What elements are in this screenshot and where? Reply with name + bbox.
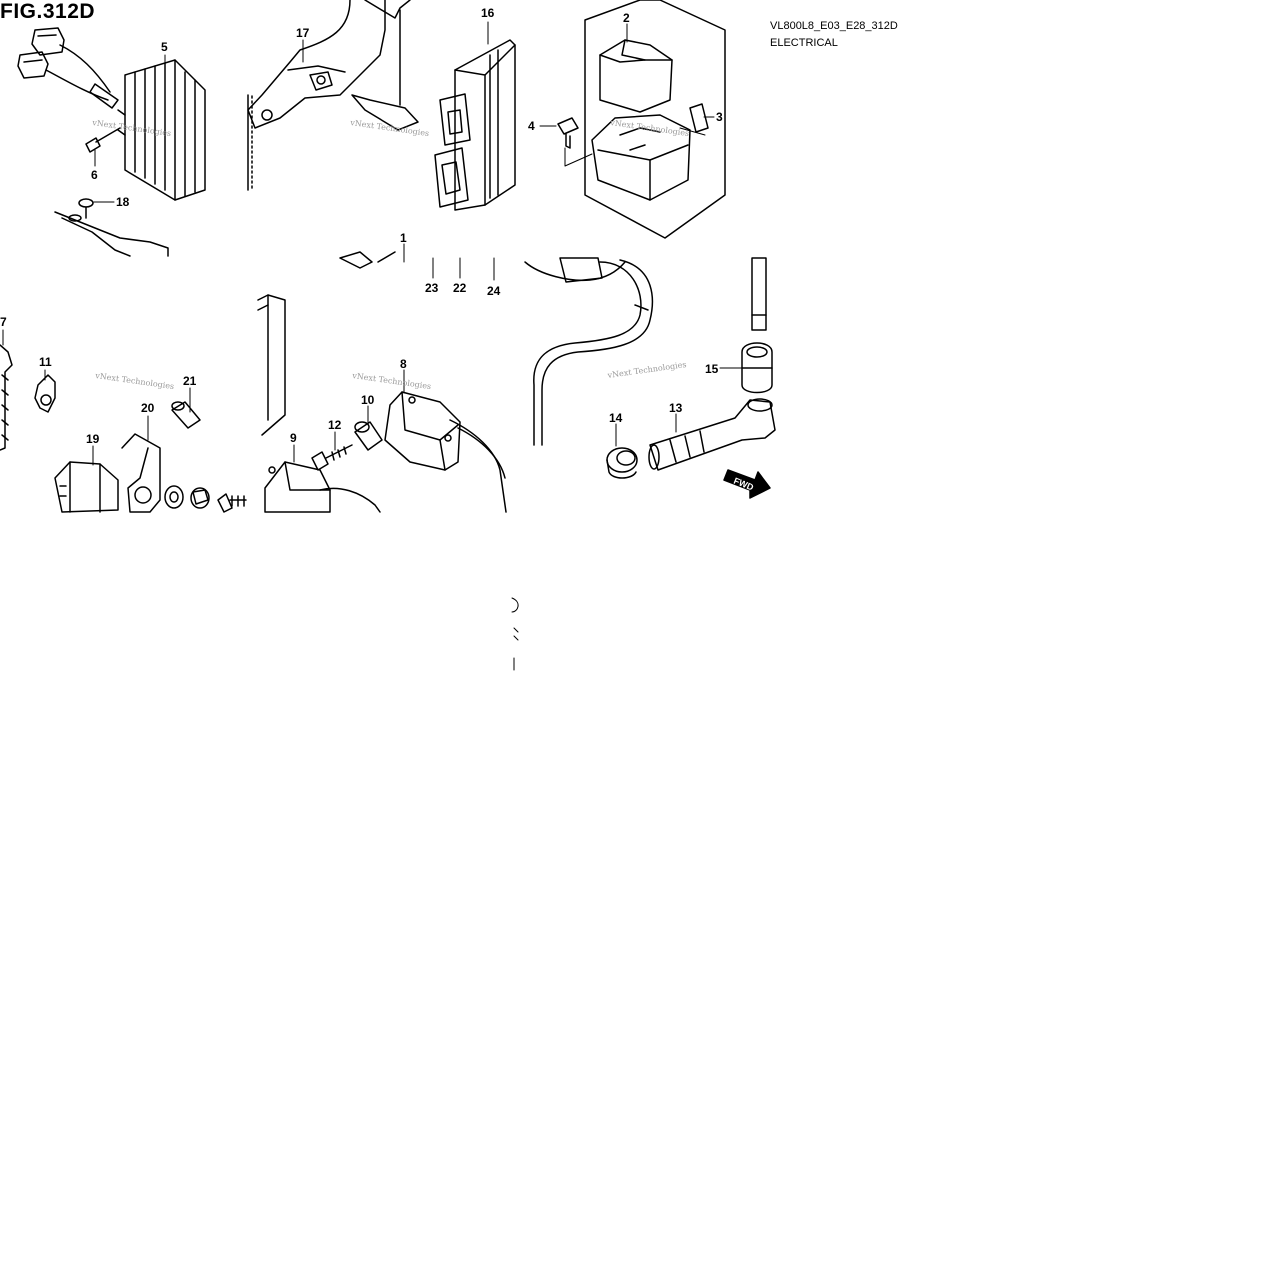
callout-21: 21 [183, 374, 197, 388]
callout-19: 19 [86, 432, 100, 446]
watermark-text: vNext Technologies [94, 371, 175, 391]
model-code: VL800L8_E03_E28_312D [770, 20, 898, 32]
callout-4: 4 [528, 119, 535, 133]
callout-9: 9 [290, 431, 297, 445]
callout-12: 12 [328, 418, 342, 432]
bracket-18-drawing [54, 198, 169, 257]
bracket-20-drawing [121, 433, 161, 513]
callout-2: 2 [623, 11, 630, 25]
ecm-bracket-drawing [257, 294, 286, 436]
callout-17: 17 [296, 26, 310, 40]
callout-3: 3 [716, 110, 723, 124]
callout-6: 6 [91, 168, 98, 182]
plug-cap-13-drawing [648, 398, 776, 471]
callout-24: 24 [487, 284, 501, 298]
callout-15: 15 [705, 362, 719, 376]
section-name: ELECTRICAL [770, 37, 838, 49]
callout-5: 5 [161, 40, 168, 54]
leader-lines [2, 21, 743, 466]
washers-bolt-drawing [164, 485, 247, 513]
callout-8: 8 [400, 357, 407, 371]
callout-1: 1 [400, 231, 407, 245]
callout-10: 10 [361, 393, 375, 407]
cap-14-drawing [606, 447, 638, 479]
callout-numbers: 1 2 3 4 5 6 7 8 9 10 11 12 13 14 15 16 1… [0, 6, 723, 446]
regulator-rectifier-drawing [17, 27, 206, 201]
callout-20: 20 [141, 401, 155, 415]
connector-1-drawing [339, 251, 396, 269]
clamp-plate-drawing [351, 0, 419, 131]
fuse-box-assembly-drawing [557, 0, 726, 239]
callout-11: 11 [39, 355, 52, 369]
forward-direction-arrow [723, 469, 771, 499]
bolt-6-drawing [85, 127, 121, 153]
bracket-17-drawing [247, 0, 386, 191]
ecm-16-drawing [434, 39, 516, 211]
callout-14: 14 [609, 411, 623, 425]
rubber-mount-15-drawing [741, 257, 773, 394]
figure-title: FIG.312D [0, 0, 96, 23]
callout-22: 22 [453, 281, 467, 295]
bolt-12-drawing [311, 444, 353, 471]
spacer-10-drawing [354, 421, 383, 451]
wire-harness-drawing [524, 257, 654, 446]
callout-13: 13 [669, 401, 683, 415]
watermark-text: vNext Technologies [606, 360, 687, 380]
sensor-19-drawing [54, 461, 119, 513]
clip-11-drawing [34, 374, 56, 413]
clamp-band-7-drawing [0, 344, 13, 451]
watermark-text: vNext Technologies [351, 371, 432, 391]
ignition-coil-9-drawing [264, 461, 381, 513]
ignition-coil-8-drawing [384, 391, 507, 513]
callout-18: 18 [116, 195, 130, 209]
callout-23: 23 [425, 281, 439, 295]
callout-7: 7 [0, 315, 7, 329]
watermark-text: vNext Technologies [91, 118, 172, 138]
callout-16: 16 [481, 6, 495, 20]
spacer-21-drawing [171, 401, 201, 429]
edge-marks [511, 597, 519, 671]
